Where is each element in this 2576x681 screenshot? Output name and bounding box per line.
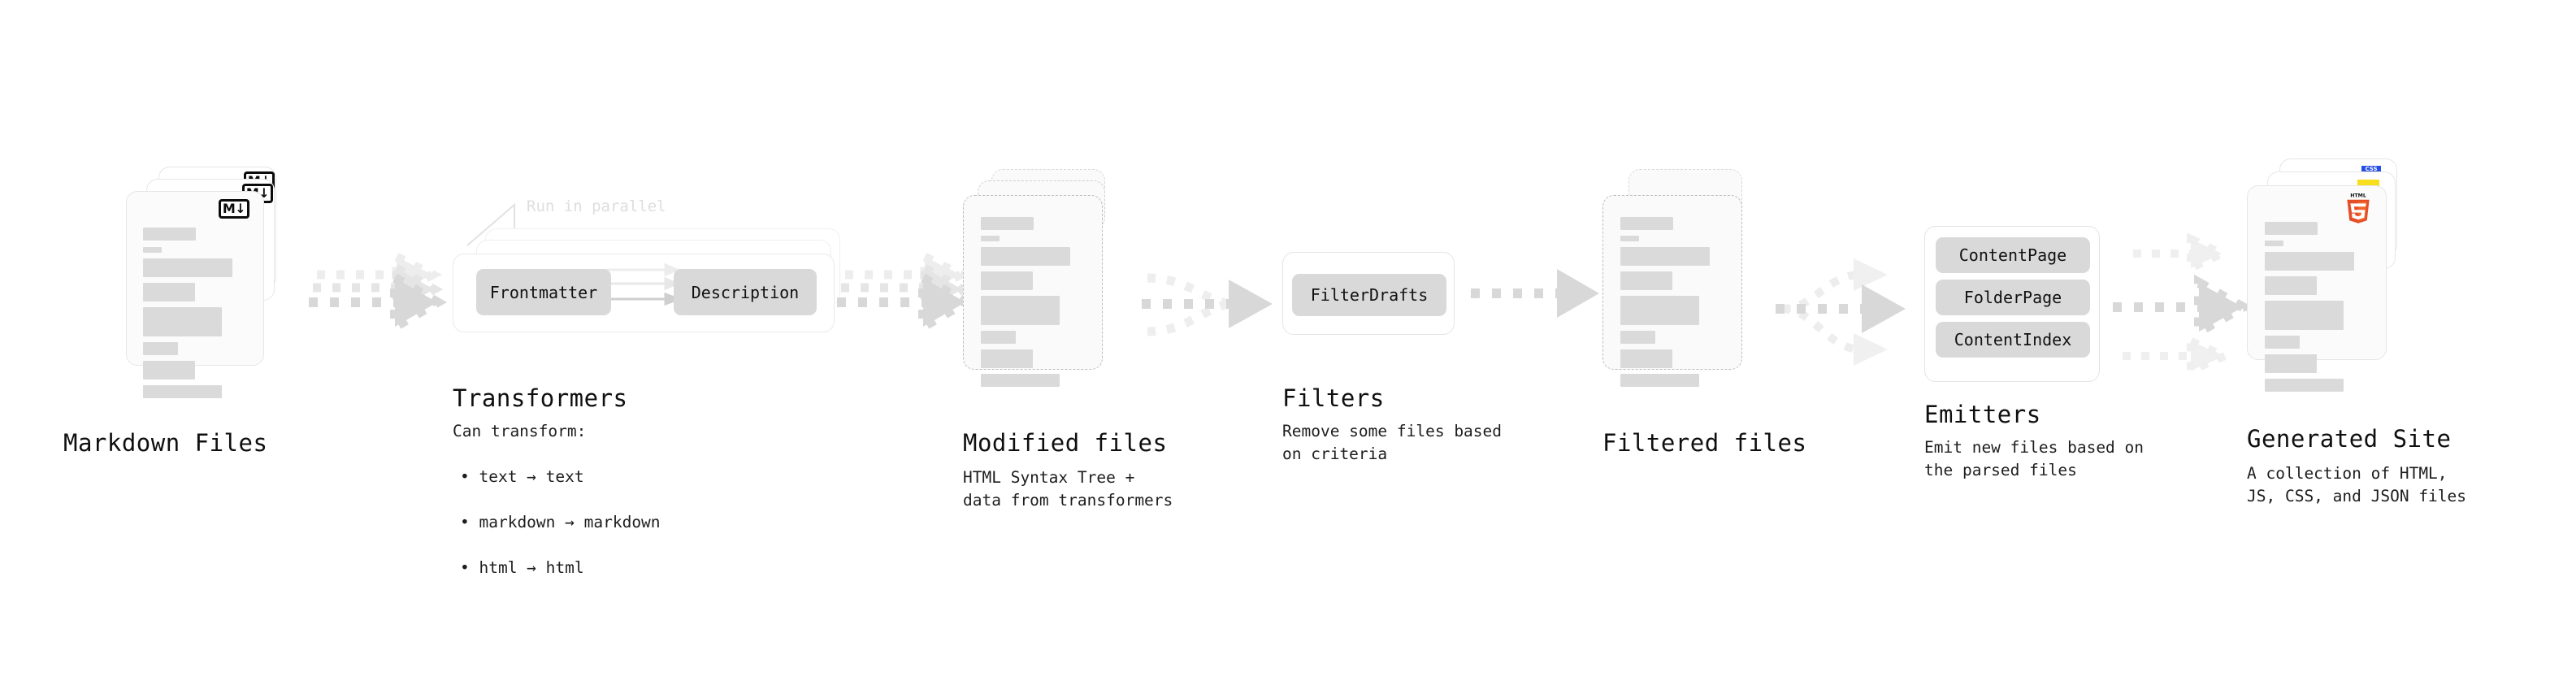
doc-line: [981, 217, 1034, 230]
emitter-chip-folderpage[interactable]: FolderPage: [1936, 280, 2090, 315]
html5-icon: HTML: [2344, 192, 2372, 224]
doc-line: [2265, 336, 2300, 349]
doc-line: [1620, 236, 1639, 241]
css-icon: CSS: [2361, 166, 2381, 173]
doc-line: [1620, 247, 1710, 266]
doc-line: [981, 349, 1033, 368]
generated-card-html: HTML: [2247, 185, 2387, 392]
modified-card-front: [963, 195, 1103, 387]
doc-line: [143, 283, 195, 301]
emitters-title: Emitters: [1924, 401, 2041, 428]
transformer-inner-arrows: [605, 262, 683, 306]
modified-files-stack: [963, 169, 1150, 421]
generated-site-stack: CSS HTML: [2247, 158, 2458, 410]
run-in-parallel-pointer: [466, 202, 515, 246]
transformers-bullet-1: • markdown → markdown: [460, 513, 661, 531]
connector-filtered-to-emitters: [1776, 258, 1906, 366]
doc-line: [1620, 331, 1655, 344]
generated-site-desc: A collection of HTML, JS, CSS, and JSON …: [2247, 464, 2467, 505]
filtered-card-front: [1602, 195, 1742, 387]
doc-line: [2265, 241, 2283, 246]
filters-title: Filters: [1282, 384, 1385, 412]
doc-line: [981, 374, 1060, 387]
generated-site-title: Generated Site: [2247, 425, 2452, 453]
emitter-chip-contentpage[interactable]: ContentPage: [1936, 237, 2090, 273]
transformers-bullet-0: • text → text: [460, 467, 584, 486]
transformers-bullet-2: • html → html: [460, 558, 584, 577]
modified-files-desc: HTML Syntax Tree + data from transformer…: [963, 468, 1173, 510]
markdown-files-title: Markdown Files: [63, 429, 268, 457]
doc-line: [981, 331, 1016, 344]
doc-line: [143, 342, 178, 355]
transformers-bullets: • text → text • markdown → markdown • ht…: [460, 443, 661, 602]
transformers-desc: Can transform:: [453, 422, 587, 440]
filter-chip-filterdrafts[interactable]: FilterDrafts: [1292, 274, 1446, 316]
doc-line: [2265, 379, 2344, 392]
emitters-desc: Emit new files based on the parsed files: [1924, 438, 2144, 479]
doc-line: [143, 258, 232, 277]
transformer-chip-frontmatter[interactable]: Frontmatter: [476, 269, 611, 315]
doc-line: [981, 296, 1060, 325]
connector-emitters-to-site: [2113, 232, 2253, 377]
doc-line: [981, 271, 1033, 290]
doc-line: [981, 247, 1070, 266]
filtered-files-stack: [1602, 169, 1789, 421]
connector-markdown-to-transformers: [309, 249, 448, 336]
connector-filters-to-filtered: [1471, 269, 1599, 318]
doc-line: [2265, 222, 2318, 235]
doc-line: [1620, 296, 1699, 325]
doc-line: [143, 228, 196, 241]
doc-line: [1620, 374, 1699, 387]
markdown-card-front: M↓: [126, 191, 264, 398]
doc-line: [1620, 271, 1672, 290]
transformers-title: Transformers: [453, 384, 628, 412]
connector-modified-to-filters: [1142, 273, 1273, 336]
filters-desc: Remove some files based on criteria: [1282, 422, 1503, 463]
doc-line: [1620, 217, 1673, 230]
doc-line: [143, 385, 222, 398]
modified-files-title: Modified files: [963, 429, 1168, 457]
transformer-chip-description[interactable]: Description: [674, 269, 817, 315]
doc-line: [2265, 276, 2317, 295]
svg-text:HTML: HTML: [2350, 193, 2366, 198]
doc-line: [143, 307, 222, 336]
doc-line: [981, 236, 1000, 241]
doc-line: [2265, 252, 2354, 271]
doc-line: [143, 247, 162, 253]
doc-line: [2265, 354, 2317, 373]
markdown-badge-front: M↓: [219, 199, 249, 219]
doc-line: [2265, 301, 2344, 330]
markdown-files-stack: M↓ M↓ M↓: [126, 167, 329, 410]
connector-transformers-to-modified: [837, 249, 976, 336]
filtered-files-title: Filtered files: [1602, 429, 1807, 457]
run-in-parallel-label: Run in parallel: [527, 197, 666, 215]
doc-line: [143, 361, 195, 380]
emitter-chip-contentindex[interactable]: ContentIndex: [1936, 322, 2090, 358]
doc-line: [1620, 349, 1672, 368]
